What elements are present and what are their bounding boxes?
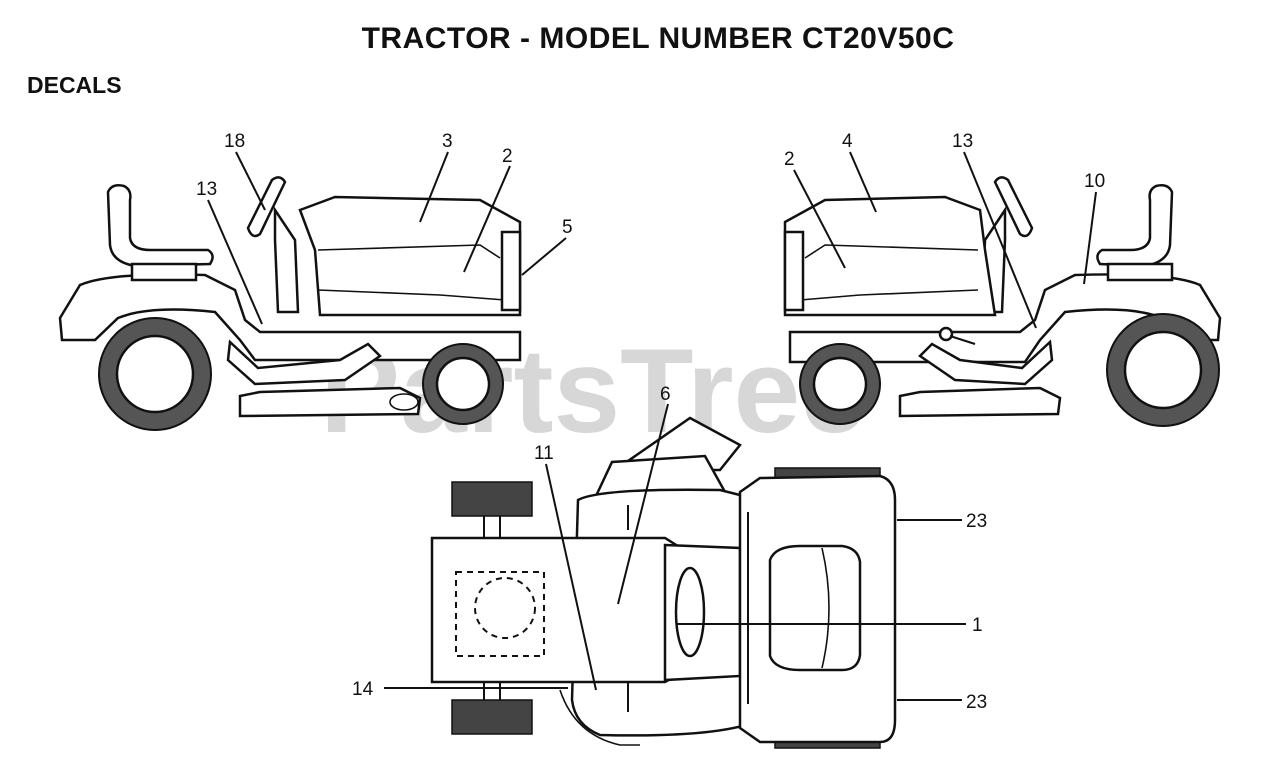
tractor-right-side-view	[783, 176, 1222, 427]
callout-5: 5	[562, 217, 573, 238]
callout-2-left: 2	[502, 146, 513, 167]
callout-11: 11	[534, 443, 554, 464]
callout-6: 6	[660, 384, 671, 405]
callout-2-right: 2	[784, 149, 795, 170]
callout-18: 18	[224, 131, 245, 152]
callout-13-right: 13	[952, 131, 973, 152]
tractor-left-side-view	[58, 176, 522, 431]
tractor-top-view	[430, 416, 897, 749]
page-title: TRACTOR - MODEL NUMBER CT20V50C	[361, 22, 955, 55]
callout-10: 10	[1084, 171, 1105, 192]
callout-14: 14	[352, 679, 374, 700]
callout-4: 4	[842, 131, 853, 152]
callout-3-left: 3	[442, 131, 453, 152]
callout-23-top: 23	[966, 511, 987, 532]
section-heading: DECALS	[27, 72, 122, 98]
callout-13-left: 13	[196, 179, 217, 200]
callout-1: 1	[972, 615, 983, 636]
callout-23-bottom: 23	[966, 692, 987, 713]
